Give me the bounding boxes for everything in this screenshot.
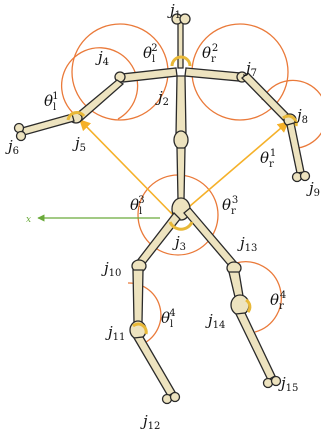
joint-angle-markers: [66, 55, 298, 335]
bone-shoulder-left: [121, 67, 178, 83]
label-j8: j8: [294, 106, 308, 126]
bone-neck: [177, 21, 184, 69]
bone-foot-right-b: [270, 375, 282, 387]
label-theta-r3: θr3: [222, 195, 238, 217]
label-theta-l3: θl3: [130, 195, 145, 217]
angle-labels: θl1 θr1 θl2 θr2 θl3 θr3 θl4 θr4: [44, 43, 286, 330]
label-theta-l4: θl4: [161, 308, 176, 330]
bone-thigh-right: [228, 271, 244, 298]
label-theta-l1: θl1: [44, 91, 59, 113]
bone-foot-left-b: [169, 391, 181, 403]
arc-knee-right: [235, 261, 282, 333]
bone-hip-right: [183, 207, 237, 268]
label-theta-r4: θr4: [270, 290, 286, 312]
label-theta-r1: θr1: [260, 148, 276, 170]
arc-elbow-right: [261, 79, 321, 149]
label-j7: j7: [243, 59, 257, 79]
label-theta-r2: θr2: [202, 43, 218, 65]
bone-hand-right-b: [299, 170, 311, 182]
vector-hip-to-left-hand: [79, 119, 177, 219]
label-j9: j9: [306, 179, 320, 199]
label-j13: j13: [237, 234, 257, 254]
label-j3: j3: [172, 233, 186, 253]
bone-shin-left: [132, 336, 176, 397]
x-axis-label: x: [26, 215, 31, 225]
bone-shin-right: [235, 312, 276, 381]
vector-hip-to-right-hand: [175, 121, 289, 219]
marker-elbow-right: [282, 114, 298, 127]
label-theta-l2: θl2: [143, 43, 158, 65]
label-j14: j14: [205, 311, 225, 331]
bone-forearm-right: [286, 122, 305, 174]
bone-forearm-left: [21, 113, 75, 136]
joint-labels: j1 j2 j3 j4 j5 j6 j7 j8 j9 j10 j11 j12 j…: [5, 1, 320, 432]
bone-spine-lower: [176, 147, 186, 201]
label-j10: j10: [101, 259, 121, 279]
bone-shoulder-right: [184, 67, 241, 82]
bone-head-cap-right: [179, 13, 191, 25]
bone-hip-left: [136, 212, 181, 267]
bone-thigh-left: [132, 269, 144, 323]
bone-knee-right: [230, 294, 250, 316]
label-j15: j15: [278, 374, 298, 394]
label-j12: j12: [140, 412, 160, 432]
skeleton-bones: [13, 13, 311, 405]
bone-spine-joint: [173, 130, 189, 150]
marker-hip: [168, 221, 194, 231]
label-j1: j1: [167, 1, 181, 21]
bone-hand-left-b: [15, 130, 27, 142]
label-j11: j11: [105, 323, 125, 343]
bone-spine-upper: [175, 75, 187, 136]
label-j5: j5: [72, 134, 86, 154]
marker-knee-right: [245, 298, 252, 313]
marker-neck: [170, 55, 192, 67]
marker-knee-left: [132, 322, 148, 335]
label-j4: j4: [95, 48, 109, 68]
label-j2: j2: [155, 88, 169, 108]
label-j6: j6: [5, 137, 19, 157]
arc-elbow-left: [60, 47, 139, 120]
marker-elbow-left: [66, 111, 86, 121]
